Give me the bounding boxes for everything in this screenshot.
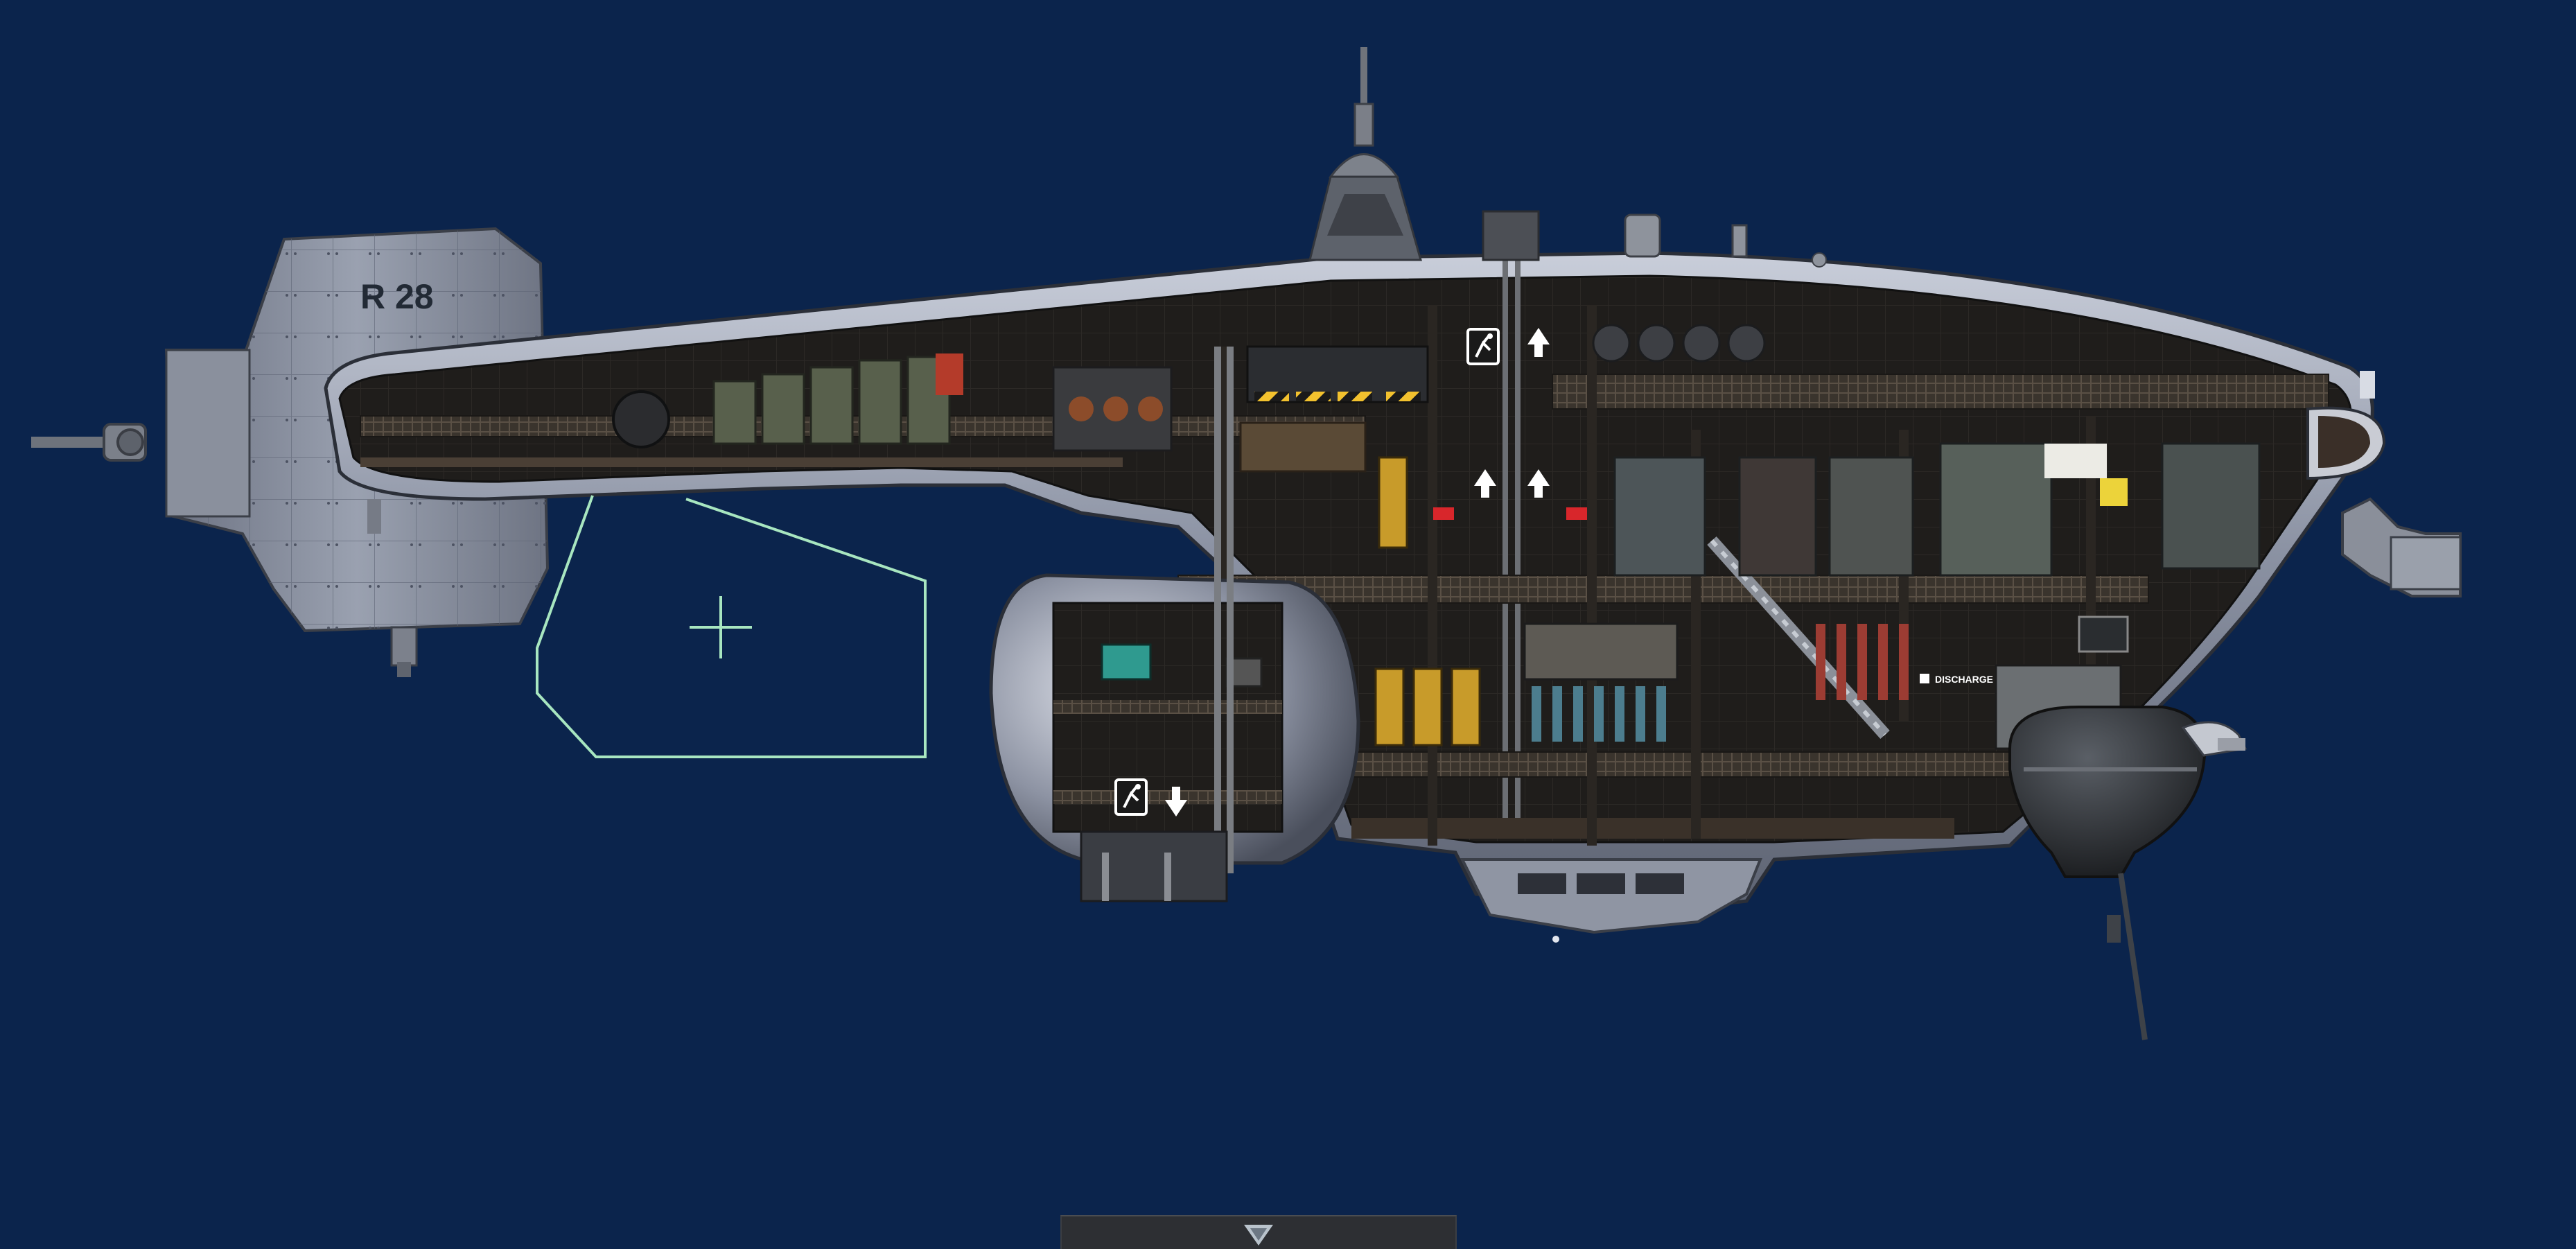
nose-section[interactable]: [2306, 371, 2462, 597]
alarm-lights: [1433, 507, 1587, 520]
exit-sign-icon: [1114, 778, 1148, 816]
move-crosshair-icon[interactable]: [690, 596, 752, 658]
discharge-coil-label: DISCHARGE: [1935, 674, 1993, 685]
belly-dock[interactable]: [1460, 858, 1762, 943]
lower-dome-turret[interactable]: [2008, 706, 2248, 1040]
room-equipment[interactable]: DISCHARGE: [612, 324, 2261, 750]
tail-gun-barrel: [31, 437, 121, 448]
tail-section[interactable]: R 28: [31, 227, 550, 677]
cryo-pods: [1374, 456, 1481, 746]
hull-number-label: R 28: [360, 277, 434, 316]
exit-sign-icon: [1466, 328, 1500, 365]
arrow-up-icon: [1474, 469, 1496, 498]
arrow-up-icon: [1527, 328, 1550, 357]
generators: [1052, 366, 1173, 452]
arrow-down-icon: [1165, 787, 1187, 816]
collapse-panel-button[interactable]: [1060, 1215, 1457, 1249]
docking-pod[interactable]: [989, 347, 1360, 902]
reactor-sphere: [612, 390, 670, 448]
selection-outline[interactable]: [536, 495, 927, 758]
arrow-up-icon: [1527, 469, 1550, 498]
battery-bank: [1239, 345, 1429, 473]
top-mast[interactable]: [1308, 47, 1827, 821]
